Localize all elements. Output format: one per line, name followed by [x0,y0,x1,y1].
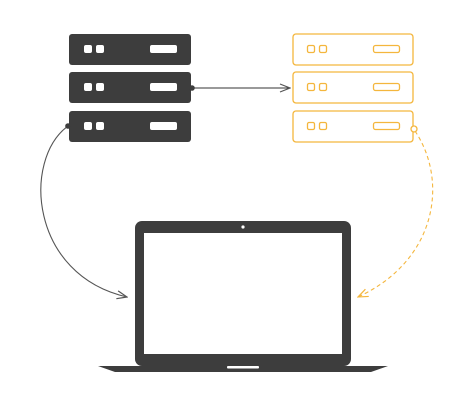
edge-secondary-to-laptop [358,125,434,297]
server-unit-2 [69,72,191,103]
laptop-base [98,366,388,372]
server-unit-1 [292,33,414,66]
edge-primary-to-secondary [189,85,290,91]
server-unit-3 [292,110,414,143]
server-unit-3 [69,111,191,142]
server-unit-1 [69,34,191,65]
webcam-icon [241,225,245,229]
server-unit-2 [292,71,414,104]
laptop-hinge-notch [227,366,259,369]
secondary-server-stack [292,33,414,143]
laptop-screen [144,233,342,354]
edge-primary-to-laptop [40,123,127,297]
laptop [98,221,388,372]
primary-server-stack [69,34,191,142]
